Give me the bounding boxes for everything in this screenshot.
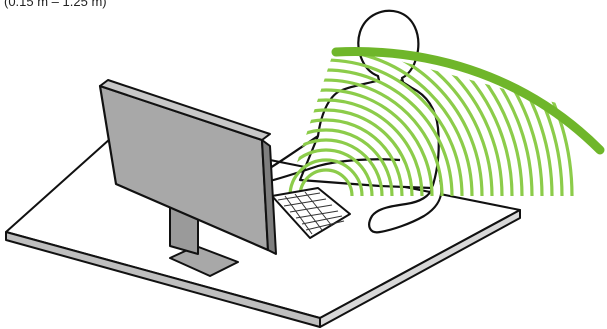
desk-presence-sensor-illustration <box>0 0 607 329</box>
